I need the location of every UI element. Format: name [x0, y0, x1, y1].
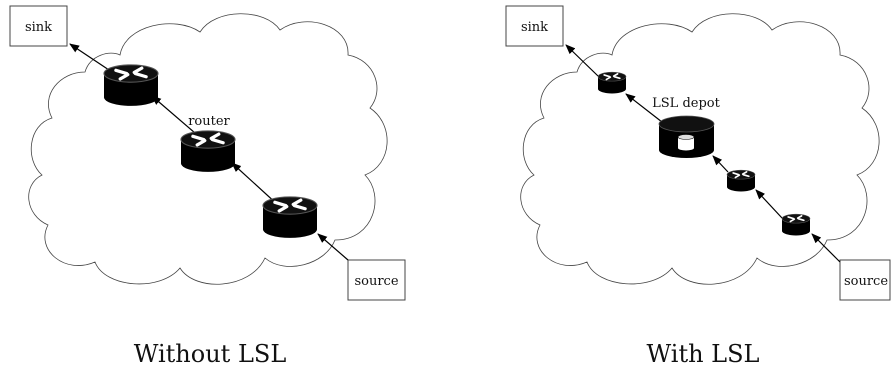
router-icon	[179, 129, 237, 174]
source-box: source	[347, 259, 406, 301]
arrow-icon	[755, 189, 783, 219]
arrow-icon	[317, 233, 349, 261]
panel-without-lsl: sink source router Without LSL	[9, 5, 406, 368]
panel-with-lsl: sink source LSL depot With LSL	[505, 5, 891, 368]
arrow-icon	[231, 162, 279, 206]
caption-with-lsl: With LSL	[647, 340, 760, 368]
sink-box: sink	[505, 5, 564, 47]
sink-label: sink	[25, 20, 52, 35]
depot-icon	[658, 115, 715, 158]
router-label: router	[188, 114, 230, 129]
depot-label: LSL depot	[652, 96, 720, 111]
router-icon	[102, 63, 160, 108]
source-label: source	[844, 274, 888, 289]
arrow-icon	[811, 233, 841, 263]
sink-box: sink	[9, 5, 68, 47]
arrow-icon	[625, 93, 663, 123]
arrow-icon	[565, 44, 599, 77]
router-icon	[726, 169, 756, 193]
router-icon	[261, 195, 319, 240]
arrow-icon	[151, 95, 196, 134]
source-box: source	[839, 259, 891, 301]
router-icon	[597, 71, 627, 95]
sink-label: sink	[521, 20, 548, 35]
router-icon	[781, 213, 811, 237]
source-label: source	[354, 274, 398, 289]
caption-without-lsl: Without LSL	[134, 340, 287, 368]
arrow-icon	[712, 155, 729, 173]
